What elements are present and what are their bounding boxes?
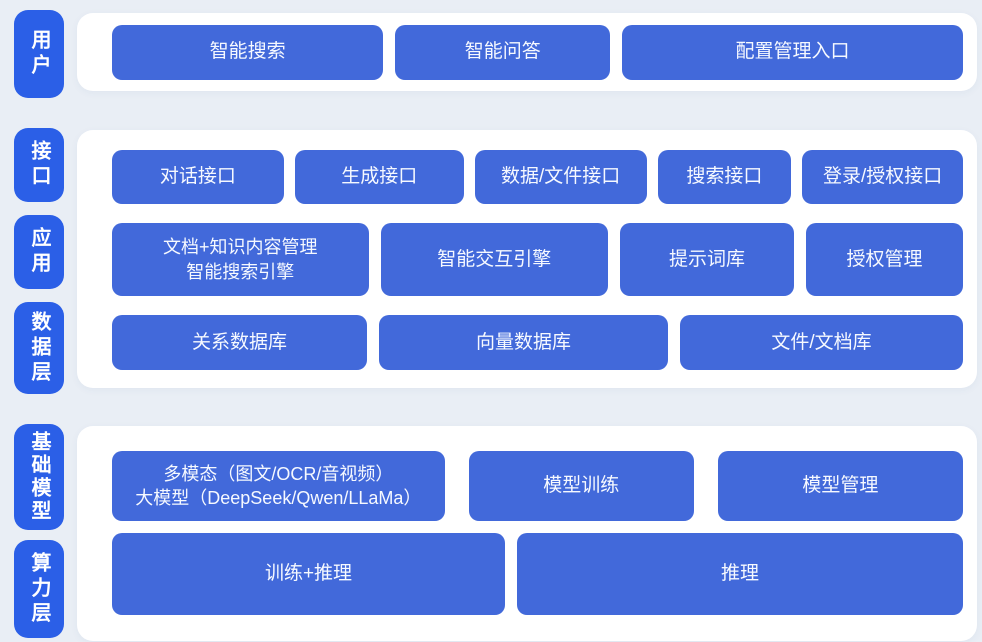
block-doc-knowledge-search-engine: 文档+知识内容管理 智能搜索引擎 (112, 223, 369, 296)
block-authorization-management: 授权管理 (806, 223, 963, 296)
block-smart-interaction-engine: 智能交互引擎 (380, 223, 608, 296)
layer-labels-middle: 接口 应用 数据层 (14, 128, 64, 394)
section-user: 用户 智能搜索 智能问答 配置管理入口 (14, 10, 977, 98)
block-model-training: 模型训练 (468, 451, 694, 521)
block-inference: 推理 (517, 533, 963, 615)
row-interfaces: 对话接口 生成接口 数据/文件接口 搜索接口 登录/授权接口 (112, 150, 964, 204)
row-applications: 文档+知识内容管理 智能搜索引擎 智能交互引擎 提示词库 授权管理 (112, 223, 963, 296)
layer-label-data-layer: 数据层 (14, 302, 64, 394)
block-dialog-api: 对话接口 (112, 150, 284, 204)
panel-bottom: 多模态（图文/OCR/音视频） 大模型（DeepSeek/Qwen/LLaMa）… (77, 426, 977, 641)
layer-label-compute-layer: 算力层 (14, 540, 64, 638)
block-login-auth-api: 登录/授权接口 (802, 150, 964, 204)
panel-user: 智能搜索 智能问答 配置管理入口 (77, 13, 977, 91)
block-relational-database: 关系数据库 (112, 315, 367, 370)
block-generation-api: 生成接口 (294, 150, 464, 204)
block-line: 多模态（图文/OCR/音视频） (163, 463, 394, 484)
block-file-document-store: 文件/文档库 (680, 315, 963, 370)
row-data-stores: 关系数据库 向量数据库 文件/文档库 (112, 315, 963, 370)
block-config-management-entry: 配置管理入口 (622, 24, 963, 80)
block-line: 文档+知识内容管理 (163, 237, 318, 258)
block-multimodal-large-model: 多模态（图文/OCR/音视频） 大模型（DeepSeek/Qwen/LLaMa） (112, 451, 445, 521)
block-smart-qa: 智能问答 (395, 24, 611, 80)
block-training-inference: 训练+推理 (112, 533, 505, 615)
row-compute: 训练+推理 推理 (112, 533, 963, 615)
layer-label-interface: 接口 (14, 128, 64, 202)
block-search-api: 搜索接口 (657, 150, 792, 204)
section-foundation-model-compute: 基础模型 算力层 多模态（图文/OCR/音视频） 大模型（DeepSeek/Qw… (14, 424, 977, 641)
layer-labels-bottom: 基础模型 算力层 (14, 424, 64, 641)
layer-label-application: 应用 (14, 215, 64, 289)
block-line: 大模型（DeepSeek/Qwen/LLaMa） (135, 488, 422, 508)
block-data-file-api: 数据/文件接口 (474, 150, 647, 204)
row-models: 多模态（图文/OCR/音视频） 大模型（DeepSeek/Qwen/LLaMa）… (112, 451, 963, 521)
layer-labels-user: 用户 (14, 10, 64, 98)
section-interface-application-data: 接口 应用 数据层 对话接口 生成接口 数据/文件接口 搜索接口 登录/授权接口… (14, 128, 977, 394)
block-model-management: 模型管理 (717, 451, 963, 521)
block-prompt-library: 提示词库 (619, 223, 795, 296)
panel-middle: 对话接口 生成接口 数据/文件接口 搜索接口 登录/授权接口 文档+知识内容管理… (77, 130, 977, 388)
block-smart-search: 智能搜索 (112, 24, 384, 80)
block-vector-database: 向量数据库 (379, 315, 668, 370)
block-line: 智能搜索引擎 (186, 261, 295, 282)
layer-label-foundation-model: 基础模型 (14, 424, 64, 530)
layer-label-user: 用户 (14, 10, 64, 98)
